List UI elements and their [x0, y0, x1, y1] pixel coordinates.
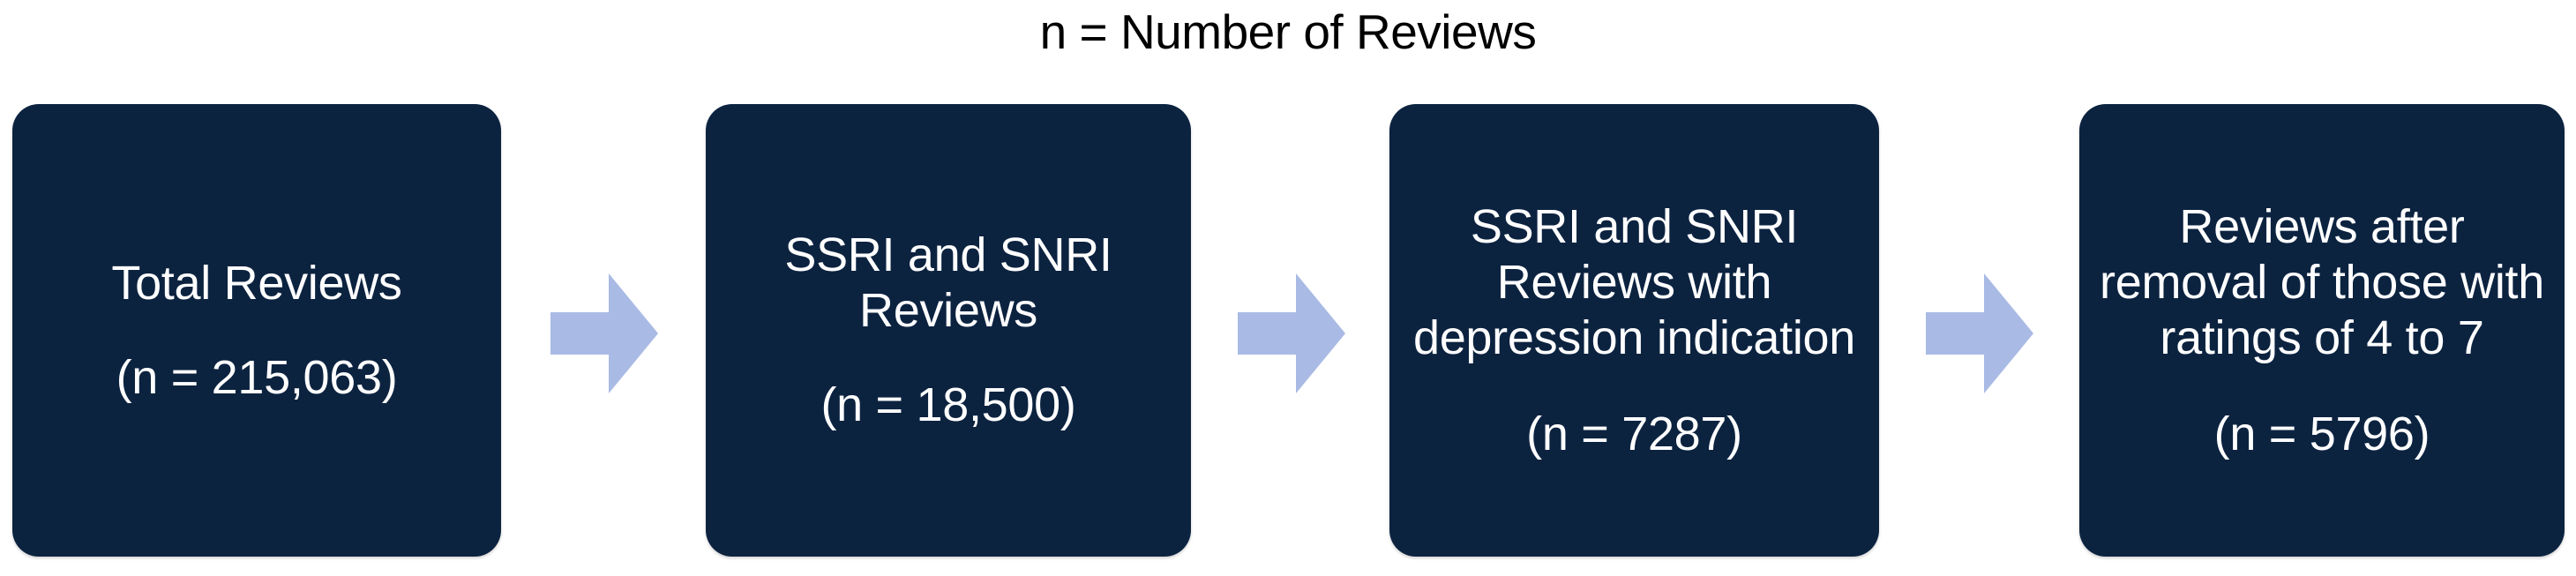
right-arrow-icon [1926, 273, 2033, 393]
right-arrow-icon [550, 273, 658, 393]
flow-node-count: (n = 7287) [1526, 407, 1742, 460]
right-arrow-icon [1238, 273, 1345, 393]
flow-node-count: (n = 18,500) [820, 378, 1076, 431]
flow-row: Total Reviews (n = 215,063) SSRI and SNR… [0, 104, 2576, 557]
flow-node-label: SSRI and SNRI Reviews with depression in… [1412, 199, 1856, 364]
flow-node-count: (n = 5796) [2213, 407, 2430, 460]
flow-node-label: SSRI and SNRI Reviews [784, 228, 1112, 337]
page-title: n = Number of Reviews [1039, 4, 1537, 59]
flow-node-after-rating-removal[interactable]: Reviews after removal of those with rati… [2079, 104, 2565, 557]
flow-node-label: Total Reviews [111, 256, 402, 310]
flow-node-ssri-snri-reviews[interactable]: SSRI and SNRI Reviews (n = 18,500) [706, 104, 1191, 557]
flow-node-label: Reviews after removal of those with rati… [2100, 199, 2544, 364]
flow-node-depression-indication[interactable]: SSRI and SNRI Reviews with depression in… [1389, 104, 1879, 557]
flow-node-count: (n = 215,063) [116, 350, 398, 404]
flow-node-total-reviews[interactable]: Total Reviews (n = 215,063) [12, 104, 501, 557]
